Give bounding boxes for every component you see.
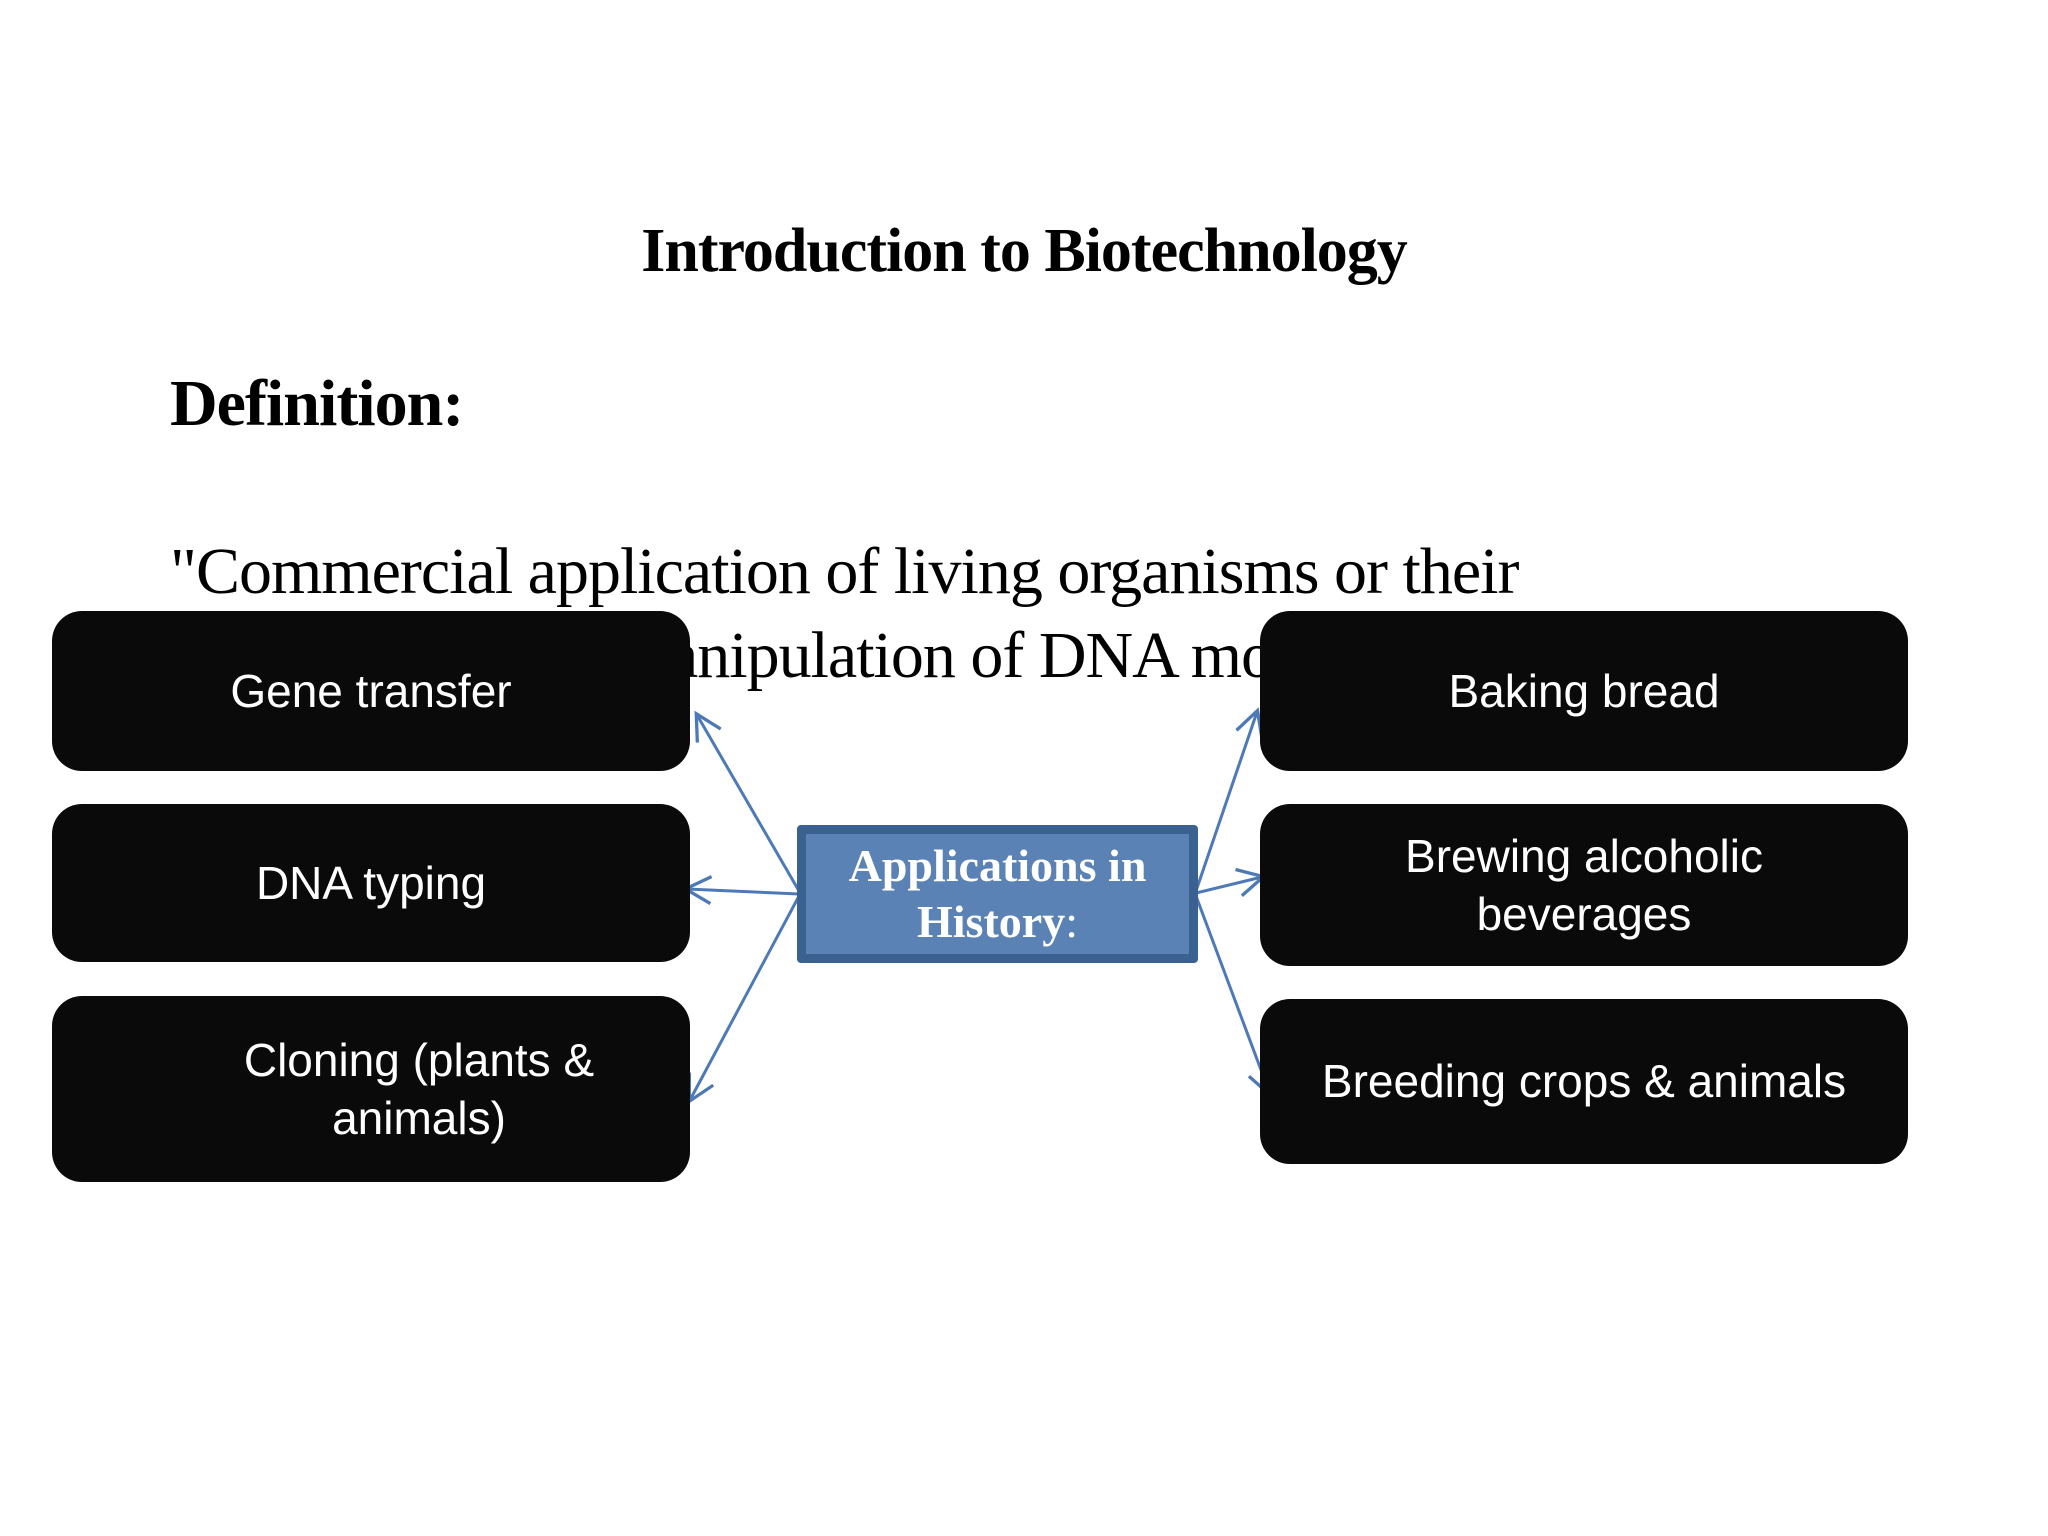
- arrow-to-brewing: [1195, 867, 1267, 898]
- node-label: DNA typing: [255, 856, 487, 909]
- node-label: Breeding crops & animals: [1321, 1055, 1847, 1108]
- node-brewing-alcoholic-beverages: Brewing alcoholic beverages: [1260, 804, 1908, 966]
- slide-title: Introduction to Biotechnology: [641, 217, 1408, 285]
- center-node-line1: Applications in: [848, 840, 1147, 891]
- node-dna-typing: DNA typing: [52, 804, 690, 962]
- node-breeding-crops-animals: Breeding crops & animals: [1260, 999, 1908, 1164]
- node-label: Gene transfer: [230, 664, 512, 717]
- center-node-line2: History:: [917, 896, 1078, 947]
- arrow-to-breeding: [1194, 895, 1276, 1099]
- node-label: Brewing alcoholic beverages: [1405, 829, 1763, 940]
- arrow-to-cloning: [687, 895, 801, 1105]
- center-node-applications-in-history: Applications in History:: [797, 825, 1198, 963]
- arrow-to-dna-typing: [681, 875, 800, 905]
- node-label: Baking bread: [1448, 664, 1720, 717]
- node-gene-transfer: Gene transfer: [52, 611, 690, 771]
- node-label: Cloning (plants & animals): [243, 1033, 595, 1144]
- node-baking-bread: Baking bread: [1260, 611, 1908, 771]
- definition-heading: Definition:: [170, 367, 464, 440]
- node-cloning-plants-animals: Cloning (plants & animals): [52, 996, 690, 1182]
